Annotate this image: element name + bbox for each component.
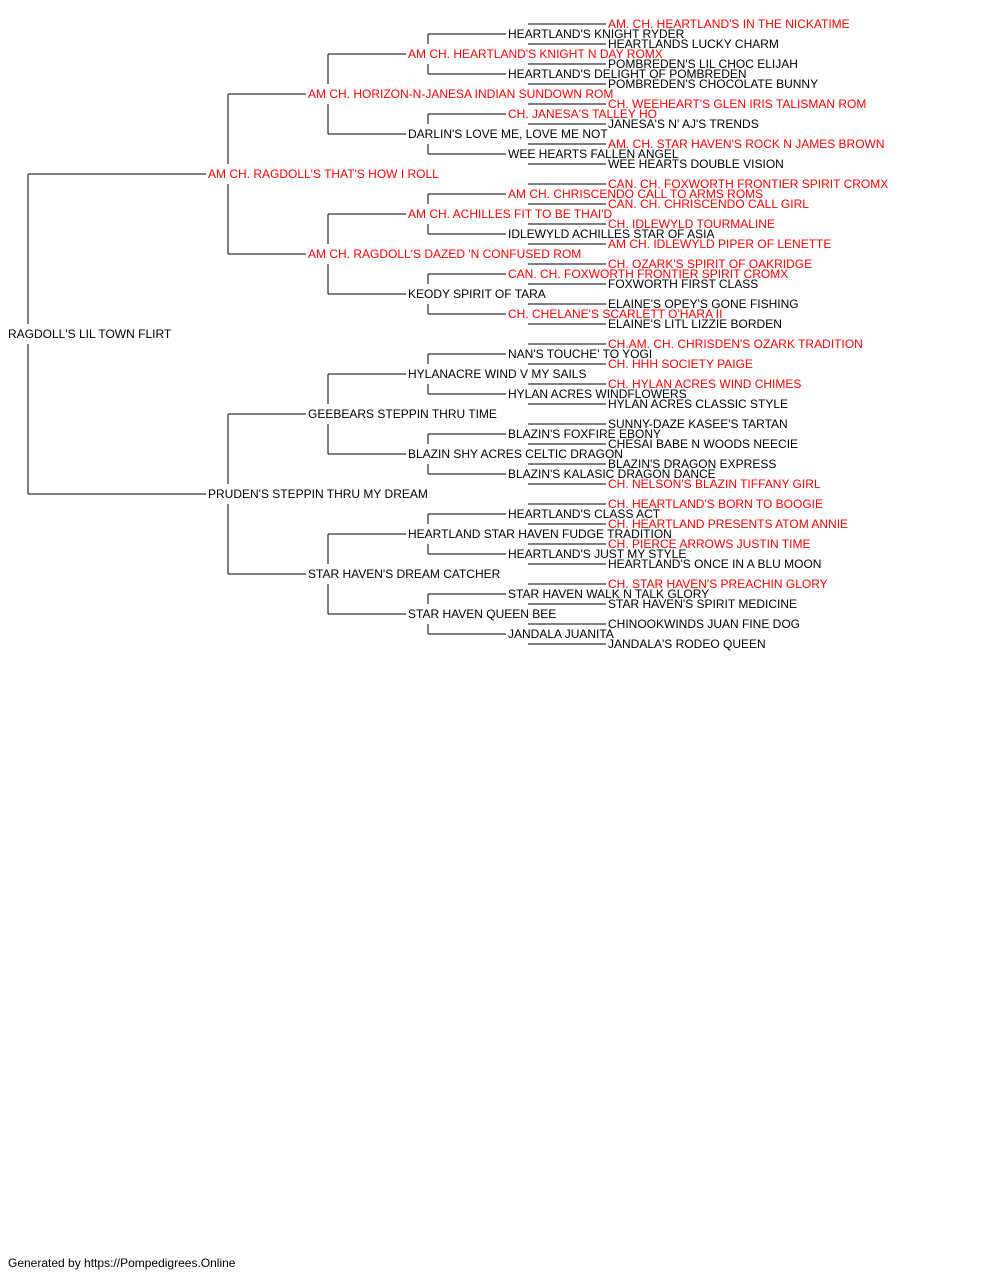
pedigree-name-gen0: RAGDOLL'S LIL TOWN FLIRT (8, 327, 172, 341)
pedigree-name-gen3: BLAZIN SHY ACRES CELTIC DRAGON (408, 447, 623, 461)
pedigree-name-gen5: STAR HAVEN'S SPIRIT MEDICINE (608, 597, 797, 611)
pedigree-name-gen5: JANDALA'S RODEO QUEEN (608, 637, 766, 651)
pedigree-name-gen4: AM CH. CHRISCENDO CALL TO ARMS ROMS (508, 187, 763, 201)
pedigree-name-gen3: DARLIN'S LOVE ME, LOVE ME NOT (408, 127, 608, 141)
pedigree-name-gen5: WEE HEARTS DOUBLE VISION (608, 157, 784, 171)
pedigree-name-gen4: CH. JANESA'S TALLEY HO (508, 107, 657, 121)
pedigree-name-gen5: AM. CH. STAR HAVEN'S ROCK N JAMES BROWN (608, 137, 885, 151)
pedigree-name-gen5: HEARTLANDS LUCKY CHARM (608, 37, 779, 51)
pedigree-name-gen5: SUNNY-DAZE KASEE'S TARTAN (608, 417, 788, 431)
pedigree-name-gen4: STAR HAVEN WALK N TALK GLORY (508, 587, 709, 601)
pedigree-name-gen5: ELAINE'S LITL LIZZIE BORDEN (608, 317, 782, 331)
pedigree-name-gen3: KEODY SPIRIT OF TARA (408, 287, 546, 301)
pedigree-name-gen4: BLAZIN'S FOXFIRE EBONY (508, 427, 661, 441)
pedigree-name-gen5: POMBREDEN'S CHOCOLATE BUNNY (608, 77, 818, 91)
pedigree-name-gen1: PRUDEN'S STEPPIN THRU MY DREAM (208, 487, 428, 501)
pedigree-name-gen4: CAN. CH. FOXWORTH FRONTIER SPIRIT CROMX (508, 267, 788, 281)
pedigree-name-gen4: CH. CHELANE'S SCARLETT O'HARA II (508, 307, 722, 321)
pedigree-name-gen3: HEARTLAND STAR HAVEN FUDGE TRADITION (408, 527, 672, 541)
pedigree-name-gen4: WEE HEARTS FALLEN ANGEL (508, 147, 679, 161)
pedigree-name-gen5: HEARTLAND'S ONCE IN A BLU MOON (608, 557, 821, 571)
pedigree-name-gen5: HYLAN ACRES CLASSIC STYLE (608, 397, 788, 411)
pedigree-name-gen4: HEARTLAND'S JUST MY STYLE (508, 547, 686, 561)
pedigree-name-gen2: STAR HAVEN'S DREAM CATCHER (308, 567, 501, 581)
pedigree-name-gen3: AM CH. ACHILLES FIT TO BE THAI'D (408, 207, 612, 221)
pedigree-name-gen5: ELAINE'S OPEY'S GONE FISHING (608, 297, 799, 311)
pedigree-name-gen5: BLAZIN'S DRAGON EXPRESS (608, 457, 776, 471)
pedigree-name-gen5: CH. HEARTLAND PRESENTS ATOM ANNIE (608, 517, 848, 531)
pedigree-name-gen4: HEARTLAND'S KNIGHT RYDER (508, 27, 685, 41)
pedigree-name-gen4: HYLAN ACRES WINDFLOWERS (508, 387, 687, 401)
pedigree-name-gen5: CH. HHH SOCIETY PAIGE (608, 357, 753, 371)
pedigree-name-gen5: CAN. CH. FOXWORTH FRONTIER SPIRIT CROMX (608, 177, 888, 191)
pedigree-name-gen3: AM CH. HEARTLAND'S KNIGHT N DAY ROMX (408, 47, 663, 61)
pedigree-name-gen4: IDLEWYLD ACHILLES STAR OF ASIA (508, 227, 715, 241)
pedigree-name-gen5: CH. WEEHEART'S GLEN IRIS TALISMAN ROM (608, 97, 866, 111)
pedigree-name-gen5: CH. HEARTLAND'S BORN TO BOOGIE (608, 497, 823, 511)
pedigree-name-gen5: JANESA'S N' AJ'S TRENDS (608, 117, 759, 131)
pedigree-name-gen5: POMBREDEN'S LIL CHOC ELIJAH (608, 57, 798, 71)
pedigree-name-gen3: STAR HAVEN QUEEN BEE (408, 607, 556, 621)
pedigree-name-gen2: GEEBEARS STEPPIN THRU TIME (308, 407, 497, 421)
pedigree-name-gen4: HEARTLAND'S DELIGHT OF POMBREDEN (508, 67, 747, 81)
pedigree-name-gen5: CHINOOKWINDS JUAN FINE DOG (608, 617, 800, 631)
pedigree-name-gen5: CH. STAR HAVEN'S PREACHIN GLORY (608, 577, 828, 591)
pedigree-name-gen4: HEARTLAND'S CLASS ACT (508, 507, 661, 521)
pedigree-name-gen4: NAN'S TOUCHE' TO YOGI (508, 347, 652, 361)
pedigree-name-gen5: FOXWORTH FIRST CLASS (608, 277, 758, 291)
footer-credit: Generated by https://Pompedigrees.Online (8, 1256, 236, 1270)
pedigree-name-gen5: CH. HYLAN ACRES WIND CHIMES (608, 377, 801, 391)
pedigree-name-gen2: AM CH. RAGDOLL'S DAZED 'N CONFUSED ROM (308, 247, 581, 261)
pedigree-name-gen5: AM. CH. HEARTLAND'S IN THE NICKATIME (608, 17, 850, 31)
pedigree-name-gen5: CHESAI BABE N WOODS NEECIE (608, 437, 798, 451)
pedigree-name-gen5: CH. OZARK'S SPIRIT OF OAKRIDGE (608, 257, 812, 271)
pedigree-name-gen3: HYLANACRE WIND V MY SAILS (408, 367, 587, 381)
pedigree-name-gen5: CH. IDLEWYLD TOURMALINE (608, 217, 775, 231)
pedigree-name-gen5: CH.AM. CH. CHRISDEN'S OZARK TRADITION (608, 337, 863, 351)
pedigree-name-gen4: BLAZIN'S KALASIC DRAGON DANCE (508, 467, 716, 481)
pedigree-name-gen5: CH. NELSON'S BLAZIN TIFFANY GIRL (608, 477, 821, 491)
pedigree-name-gen5: AM CH. IDLEWYLD PIPER OF LENETTE (608, 237, 831, 251)
pedigree-name-gen5: CH. PIERCE ARROWS JUSTIN TIME (608, 537, 810, 551)
pedigree-name-gen5: CAN. CH. CHRISCENDO CALL GIRL (608, 197, 809, 211)
pedigree-name-gen4: JANDALA JUANITA (508, 627, 614, 641)
pedigree-name-gen1: AM CH. RAGDOLL'S THAT'S HOW I ROLL (208, 167, 439, 181)
pedigree-name-gen2: AM CH. HORIZON-N-JANESA INDIAN SUNDOWN R… (308, 87, 613, 101)
pedigree-tree: RAGDOLL'S LIL TOWN FLIRT AM CH. RAGDOLL'S… (8, 17, 888, 651)
